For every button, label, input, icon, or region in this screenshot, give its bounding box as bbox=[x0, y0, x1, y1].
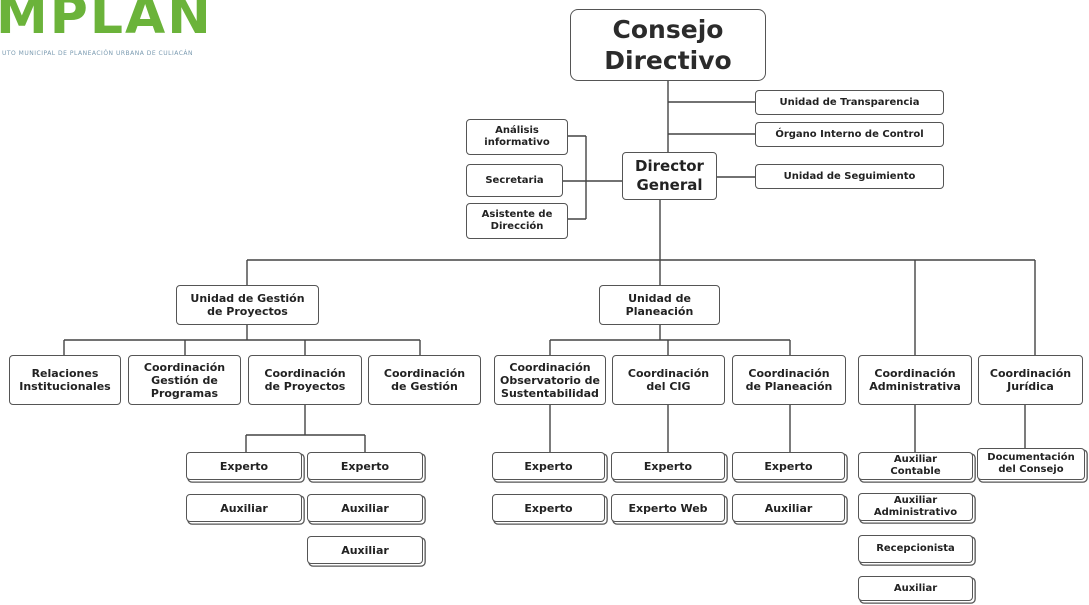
node-administrativa-auxiliar: Auxiliar bbox=[858, 576, 973, 601]
node-unidad-seguimiento: Unidad de Seguimiento bbox=[755, 164, 944, 189]
node-coordinacion-gestion-programas: Coordinación Gestión de Programas bbox=[128, 355, 241, 405]
node-proyectos-experto-1: Experto bbox=[186, 452, 302, 480]
node-unidad-transparencia: Unidad de Transparencia bbox=[755, 90, 944, 115]
node-director-general: Director General bbox=[622, 152, 717, 200]
node-coordinacion-gestion: Coordinación de Gestión bbox=[368, 355, 481, 405]
node-unidad-gestion-proyectos: Unidad de Gestión de Proyectos bbox=[176, 285, 319, 325]
node-coordinacion-observatorio: Coordinación Observatorio de Sustentabil… bbox=[494, 355, 606, 405]
node-auxiliar-administrativo: Auxiliar Administrativo bbox=[858, 493, 973, 521]
node-relaciones-institucionales: Relaciones Institucionales bbox=[9, 355, 121, 405]
node-documentacion-consejo: Documentación del Consejo bbox=[977, 448, 1085, 480]
node-proyectos-experto-2: Experto bbox=[307, 452, 423, 480]
node-organo-interno-control: Órgano Interno de Control bbox=[755, 122, 944, 147]
node-unidad-planeacion: Unidad de Planeación bbox=[599, 285, 720, 325]
node-observatorio-experto-1: Experto bbox=[492, 452, 605, 480]
node-coordinacion-cig: Coordinación del CIG bbox=[612, 355, 725, 405]
node-planeacion-auxiliar: Auxiliar bbox=[732, 494, 845, 522]
node-cig-experto-web: Experto Web bbox=[611, 494, 725, 522]
node-proyectos-auxiliar-2: Auxiliar bbox=[307, 494, 423, 522]
node-cig-experto: Experto bbox=[611, 452, 725, 480]
node-coordinacion-administrativa: Coordinación Administrativa bbox=[858, 355, 972, 405]
node-proyectos-auxiliar-1: Auxiliar bbox=[186, 494, 302, 522]
node-consejo-directivo: Consejo Directivo bbox=[570, 9, 766, 81]
node-coordinacion-proyectos: Coordinación de Proyectos bbox=[248, 355, 362, 405]
node-observatorio-experto-2: Experto bbox=[492, 494, 605, 522]
node-coordinacion-juridica: Coordinación Jurídica bbox=[978, 355, 1083, 405]
node-analisis-informativo: Análisis informativo bbox=[466, 119, 568, 155]
node-recepcionista: Recepcionista bbox=[858, 535, 973, 563]
node-auxiliar-contable: Auxiliar Contable bbox=[858, 452, 973, 480]
logo-subtitle: UTO MUNICIPAL DE PLANEACIÓN URBANA DE CU… bbox=[2, 50, 194, 57]
node-planeacion-experto: Experto bbox=[732, 452, 845, 480]
node-secretaria: Secretaria bbox=[466, 164, 563, 197]
node-asistente-direccion: Asistente de Dirección bbox=[466, 203, 568, 239]
logo: MPLAN UTO MUNICIPAL DE PLANEACIÓN URBANA… bbox=[0, 0, 213, 57]
logo-wordmark: MPLAN bbox=[0, 0, 213, 46]
node-proyectos-auxiliar-3: Auxiliar bbox=[307, 536, 423, 564]
node-coordinacion-planeacion: Coordinación de Planeación bbox=[732, 355, 846, 405]
